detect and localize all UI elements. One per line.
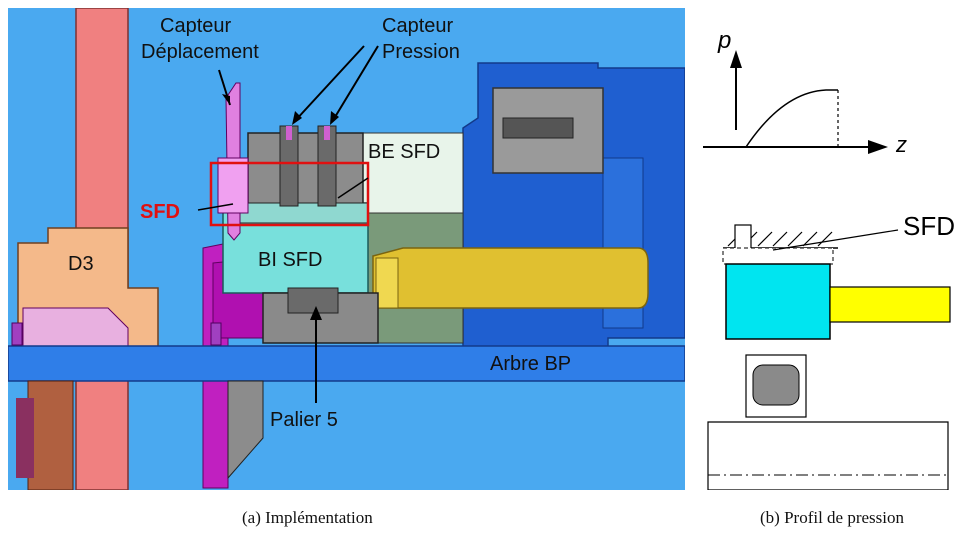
implementation-figure: Capteur Déplacement Capteur Pression BE … (8, 8, 685, 490)
label-capteur-pression-l2: Pression (382, 41, 460, 63)
label-bi-sfd: BI SFD (258, 249, 322, 271)
label-capteur-pression-l1: Capteur (382, 15, 453, 37)
label-capteur-deplacement-l2: Déplacement (141, 41, 259, 63)
arrowhead-pression-2 (330, 111, 339, 125)
sfd-film-zone (237, 202, 369, 224)
sfd-film (722, 247, 834, 265)
sketch-base (707, 421, 949, 490)
label-capteur-deplacement-l1: Capteur (160, 15, 231, 37)
flange-bolts (16, 398, 34, 478)
bolt-mid (210, 322, 222, 346)
sfd-leader (197, 203, 234, 211)
sketch-roller (752, 364, 800, 406)
caption-a: (a) Implémentation (242, 508, 373, 527)
lower-gray-part (227, 380, 264, 480)
sensor-cap-2 (324, 126, 330, 140)
displacement-sensor-body (217, 157, 249, 214)
palier-bearing (287, 287, 339, 314)
arrowhead-pression-1 (292, 111, 302, 125)
label-z: z (895, 132, 907, 157)
arbre-bp-shaft (8, 345, 685, 382)
label-sfd: SFD (140, 201, 180, 223)
p-axis-arrowhead (730, 50, 742, 68)
sensor-cap-1 (286, 126, 292, 140)
sensor-housing (247, 132, 364, 209)
label-p: p (717, 27, 731, 54)
label-sfd-b: SFD (903, 211, 955, 241)
be-sfd-box (357, 132, 464, 214)
sketch-bi-body (725, 263, 831, 340)
sfd-leader-b (772, 229, 899, 251)
label-d3: D3 (68, 253, 94, 275)
caption-b: (b) Profil de pression (760, 508, 905, 527)
pressure-curve (745, 89, 838, 148)
label-arbre-bp: Arbre BP (490, 353, 571, 375)
sketch-shaft (829, 286, 951, 323)
bolt-left (11, 322, 23, 346)
shaft-collar (375, 257, 399, 309)
label-palier-5: Palier 5 (270, 409, 338, 431)
arrow-pression-1 (293, 45, 365, 123)
be-sfd-leader (337, 177, 369, 199)
gold-shaft (372, 247, 649, 309)
arrow-pression-2 (331, 45, 379, 123)
arrowhead-deplacement (222, 94, 230, 105)
brown-flange (27, 380, 74, 490)
gray-slot (502, 117, 574, 139)
pressure-profile-figure: p z SFD (703, 27, 955, 490)
z-axis-arrowhead (868, 140, 888, 154)
sfd-highlight-box (209, 161, 370, 227)
arrowhead-palier-5 (310, 306, 322, 320)
label-be-sfd: BE SFD (368, 141, 440, 163)
d3-pink-ring (22, 307, 129, 349)
